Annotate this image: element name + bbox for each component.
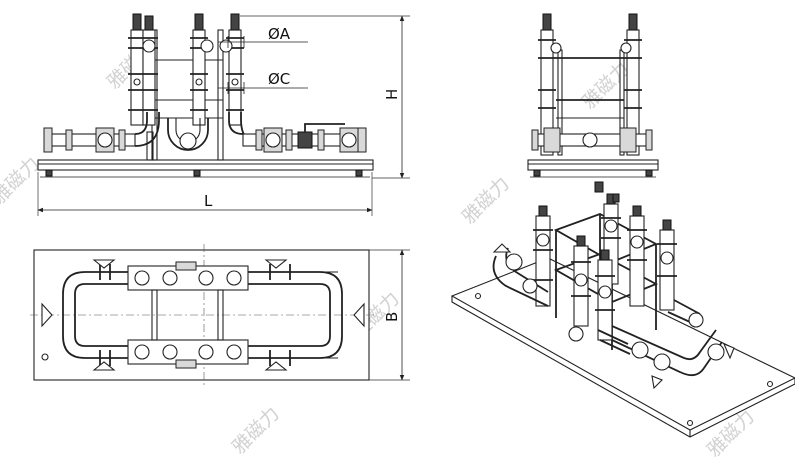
front-view: H L ØA ØC (37, 13, 410, 216)
top-view: B (30, 244, 410, 386)
front-feet (45, 169, 363, 177)
front-base-plate (37, 159, 374, 171)
dimension-l: L (37, 172, 373, 216)
iso-vertical-pipes (533, 181, 677, 341)
front-vertical-pipes (128, 13, 244, 126)
side-base-plate (527, 159, 659, 171)
watermark-4: 雅磁力 (578, 58, 634, 114)
label-l: L (204, 192, 213, 210)
label-b: B (383, 312, 401, 322)
iso-pipe-runs (492, 243, 735, 390)
leader-dia-a: ØA (218, 25, 308, 48)
top-view-components (41, 259, 365, 371)
watermark-1: 雅磁力 (0, 153, 44, 209)
watermark-6: 雅磁力 (228, 403, 284, 459)
leader-dia-c: ØC (218, 70, 308, 94)
watermark-3: 雅磁力 (458, 173, 514, 229)
front-right-pipe-run (228, 112, 367, 153)
dimension-b: B (369, 249, 410, 381)
label-dia-a: ØA (268, 25, 291, 43)
front-u-bend (167, 118, 209, 151)
side-view (527, 13, 659, 178)
isometric-view (450, 181, 795, 438)
ball-valve (297, 131, 313, 149)
label-h: H (383, 89, 401, 100)
label-dia-c: ØC (268, 70, 290, 88)
front-left-pipe-run (43, 112, 160, 161)
dimension-h: H (240, 15, 410, 179)
